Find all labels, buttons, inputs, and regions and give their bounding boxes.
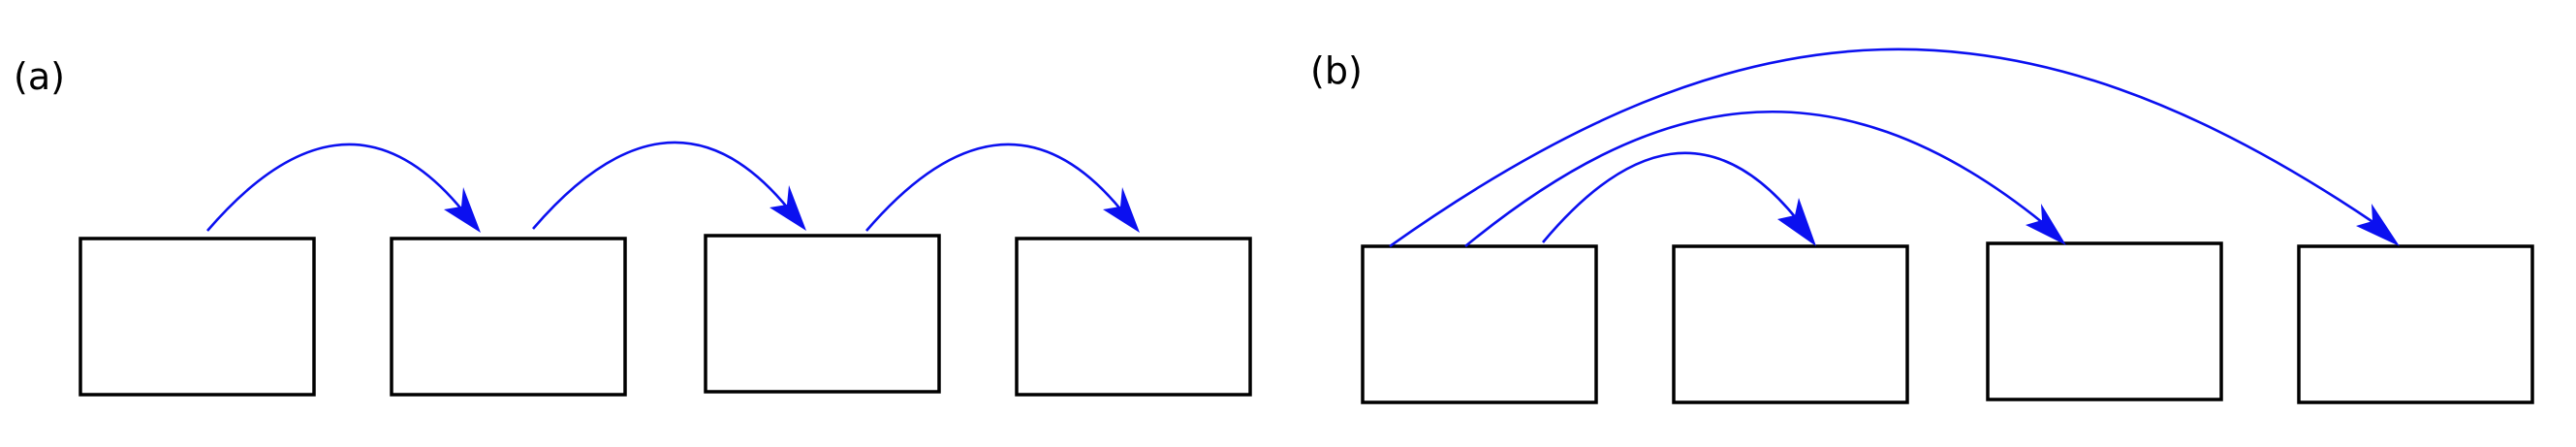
- panel-a: (a): [14, 55, 1252, 397]
- panel-b-edge-1-4: [1389, 48, 2400, 248]
- panel-a-edge-3-4-arrowhead: [1103, 187, 1140, 233]
- panel-b-edge-1-3-arrowhead: [2026, 204, 2066, 245]
- panel-b-edge-1-2-arrowhead: [1777, 198, 1816, 246]
- panel-a-edge-3-4: [865, 143, 1140, 233]
- panel-a-edge-1-2: [206, 143, 481, 233]
- panel-a-edge-1-2-arrowhead: [444, 187, 481, 233]
- panel-a-box-3: [704, 234, 941, 394]
- panel-b: (b): [1310, 48, 2534, 404]
- panel-b-edge-1-3-curve: [1464, 110, 2044, 248]
- panel-a-edge-1-2-curve: [206, 143, 465, 232]
- panel-a-edge-2-3: [532, 141, 806, 231]
- panel-b-edge-1-2-curve: [1542, 151, 1799, 243]
- panel-b-box-4: [2297, 244, 2534, 404]
- panel-b-box-2: [1672, 244, 1909, 404]
- panel-a-label: (a): [14, 55, 65, 98]
- panel-b-edge-1-4-curve: [1389, 48, 2375, 248]
- panel-b-edge-1-2: [1542, 151, 1816, 246]
- panel-a-edge-3-4-curve: [865, 143, 1124, 232]
- panel-b-edge-1-3: [1464, 110, 2066, 248]
- panel-a-edge-2-3-arrowhead: [770, 185, 806, 231]
- panel-b-edge-1-4-arrowhead: [2356, 204, 2400, 246]
- panel-b-label: (b): [1310, 49, 1363, 92]
- panel-a-box-2: [390, 237, 627, 397]
- panel-a-box-1: [79, 237, 316, 397]
- panel-a-box-4: [1015, 237, 1252, 397]
- panel-a-edge-2-3-curve: [532, 141, 791, 230]
- panel-b-box-3: [1986, 241, 2223, 401]
- panel-b-box-1: [1361, 244, 1598, 404]
